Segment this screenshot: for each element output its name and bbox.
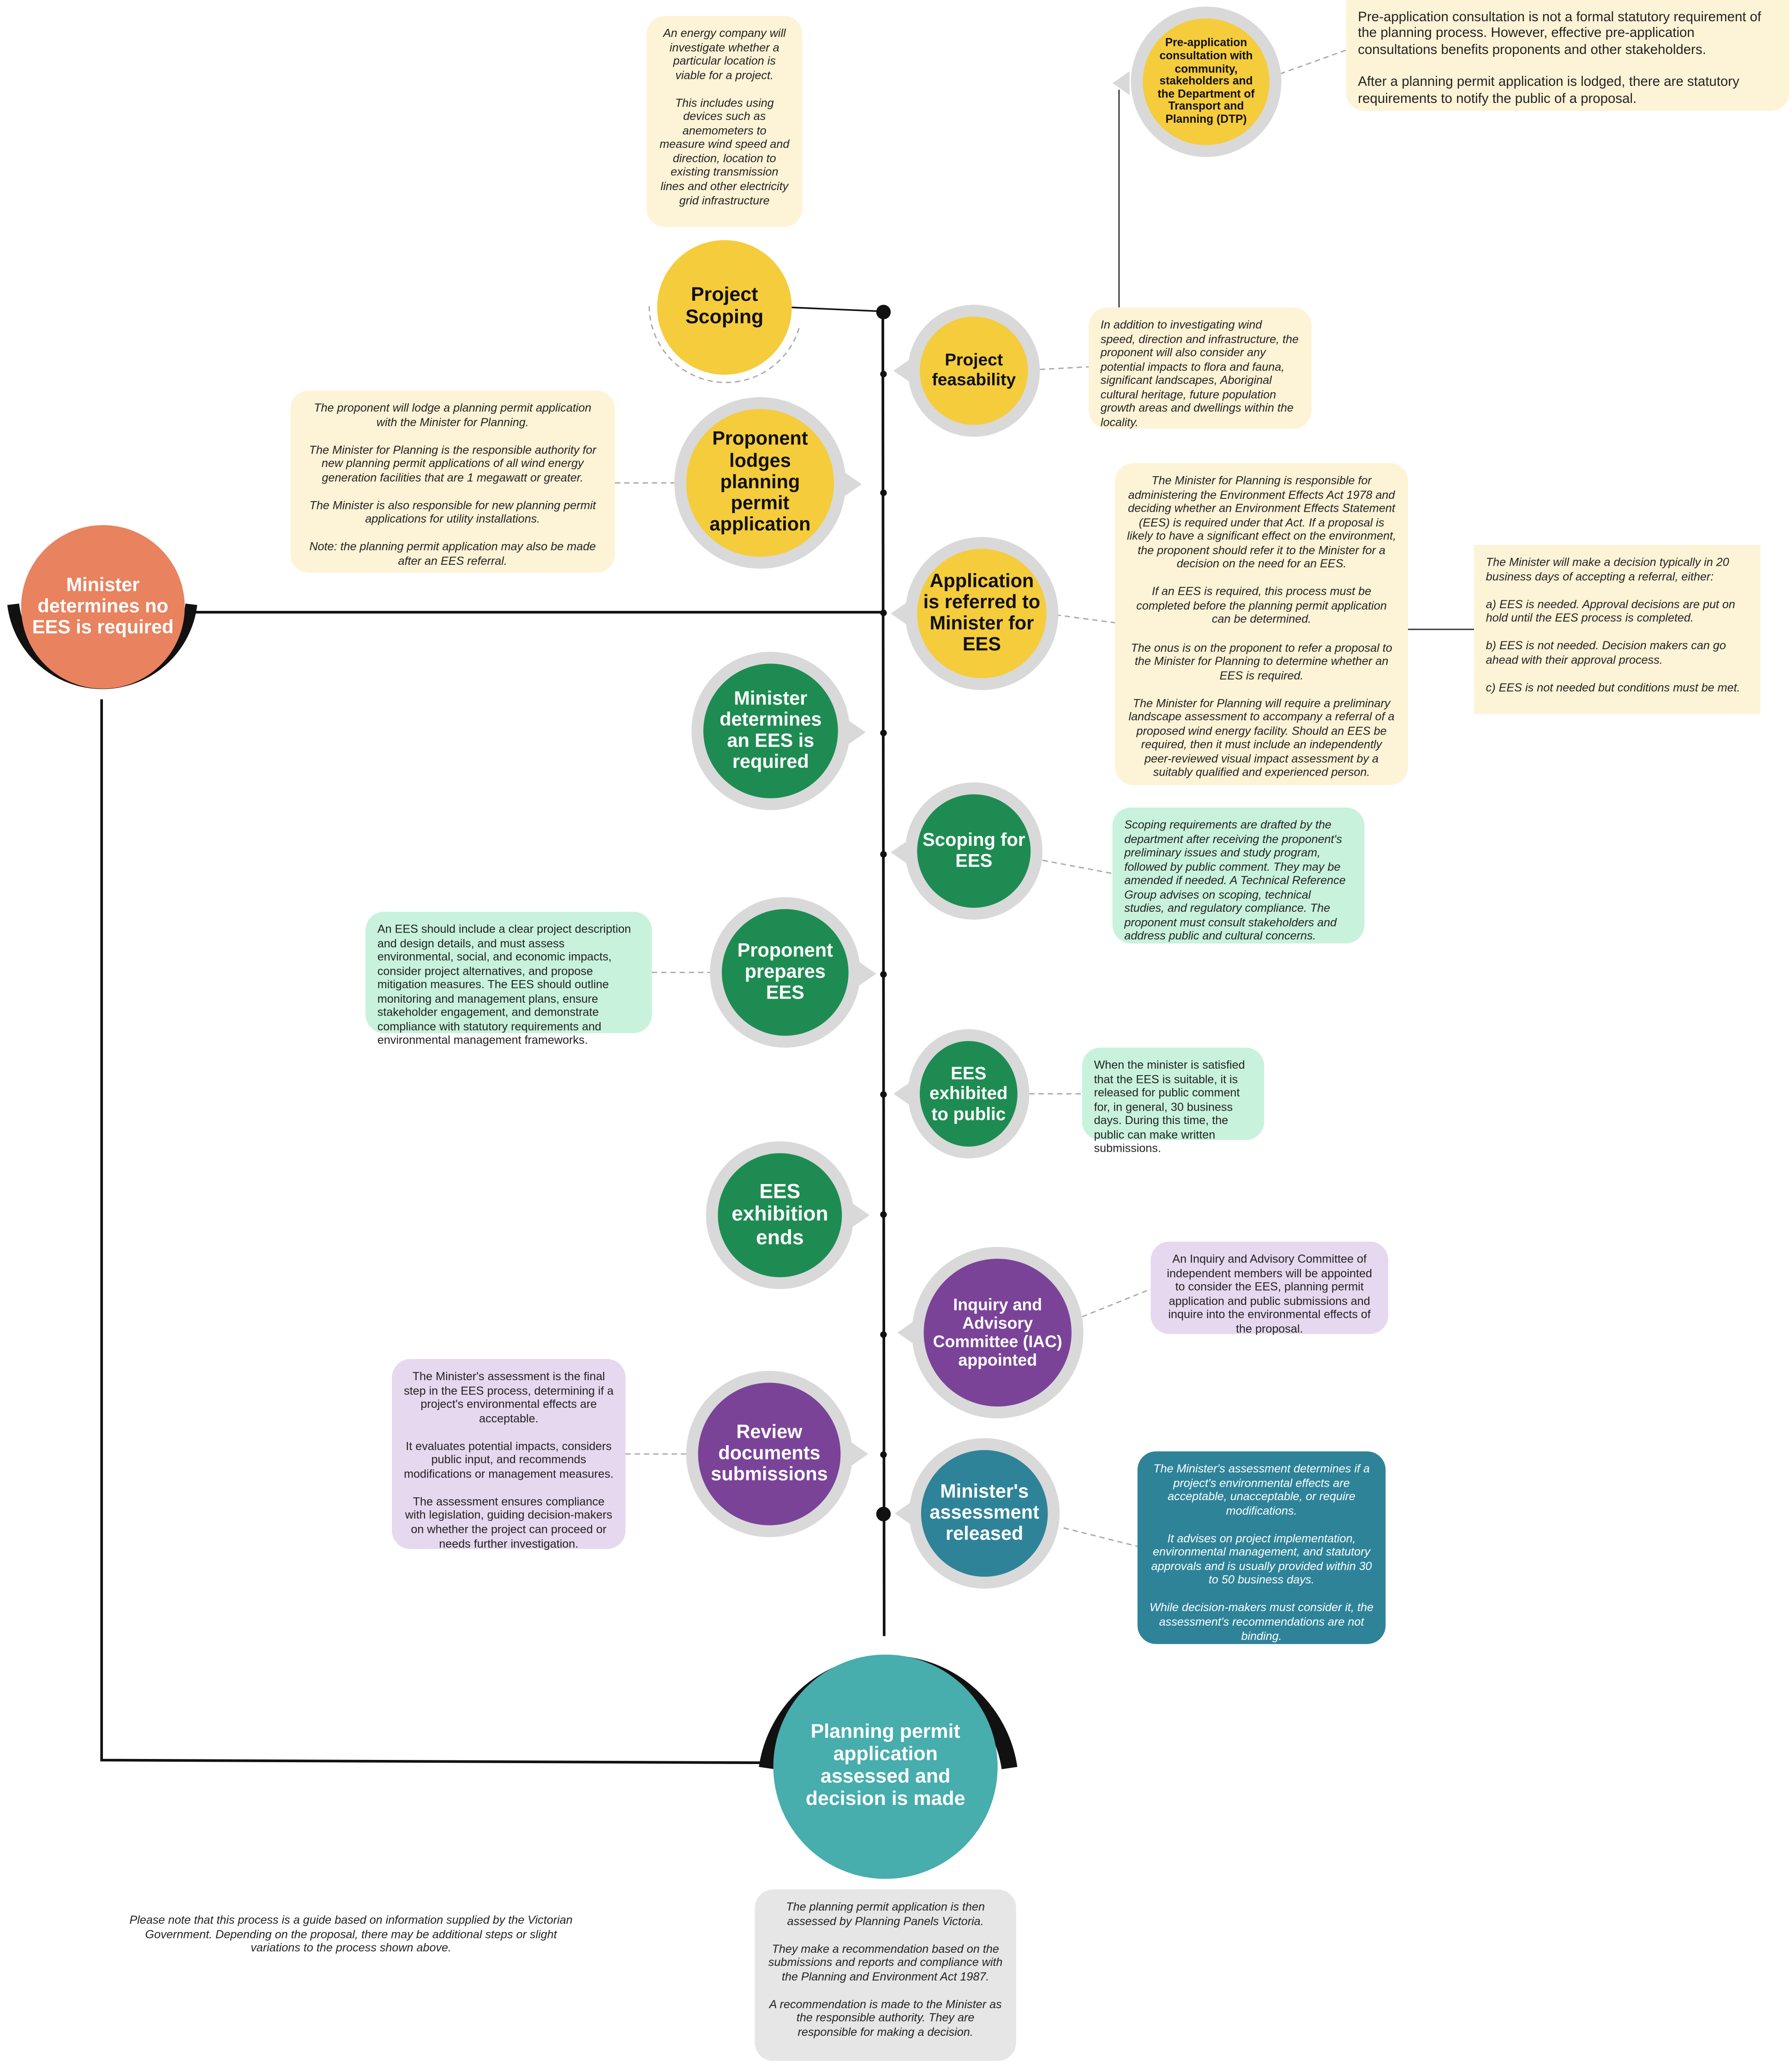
pointer	[893, 359, 911, 383]
note-prepare-ees: An EES should include a clear project de…	[366, 911, 652, 1047]
spine-dot	[880, 1211, 887, 1218]
note-pre-application: Pre-application consultation is not a fo…	[1346, 0, 1790, 111]
spine-dot-end	[876, 1507, 891, 1521]
disclaimer-text: Please note that this process is a guide…	[129, 1913, 573, 1955]
node-proponent-lodges: Proponent lodges planning permit applica…	[674, 397, 846, 569]
node-label: Application is referred to Minister for …	[917, 549, 1047, 678]
node-ministers-assessment: Minister's assessment released	[909, 1438, 1060, 1589]
pointer	[894, 1501, 912, 1526]
node-label: EES exhibited to public	[920, 1041, 1018, 1147]
pointer	[845, 472, 862, 497]
node-pre-application: Pre-application consultation with commun…	[1131, 6, 1282, 157]
node-label: Proponent lodges planning permit applica…	[686, 409, 834, 557]
note-review: The Minister's assessment is the final s…	[392, 1359, 626, 1550]
node-minister-ees-required: Minister determines an EES is required	[691, 652, 850, 810]
connector-scoping-spine	[791, 306, 883, 312]
node-ees-exhibited: EES exhibited to public	[908, 1029, 1030, 1159]
node-label: Pre-application consultation with commun…	[1143, 18, 1270, 145]
note-ministers-assessment: The Minister's assessment determines if …	[1137, 1451, 1386, 1644]
spine-dot	[880, 610, 887, 616]
spine-dot	[880, 971, 887, 978]
note-scoping-ees: Scoping requirements are drafted by the …	[1112, 807, 1365, 944]
spine-dot-start	[876, 305, 891, 319]
node-minister-no-ees: Minister determines no EES is required	[21, 525, 185, 689]
node-label: Review documents submissions	[698, 1382, 841, 1526]
node-review-documents: Review documents submissions	[686, 1370, 853, 1538]
node-ees-exhibition-ends: EES exhibition ends	[706, 1141, 854, 1289]
dash-assessment	[1063, 1527, 1138, 1547]
dash-scoping-arc	[648, 306, 801, 383]
note-minister-decision: The Minister will make a decision typica…	[1474, 544, 1761, 714]
dash-scoping	[1042, 859, 1113, 874]
node-label: Minister determines no EES is required	[32, 574, 174, 639]
node-proponent-prepares: Proponent prepares EES	[710, 897, 861, 1048]
node-application-referred: Application is referred to Minister for …	[905, 537, 1059, 690]
spine-dot	[880, 1451, 887, 1458]
note-lodge-application: The proponent will lodge a planning perm…	[290, 390, 615, 573]
dash-iac	[1082, 1288, 1151, 1318]
pointer	[891, 840, 908, 864]
node-label: Minister determines an EES is required	[703, 664, 838, 798]
node-project-feasability: Project feasability	[908, 305, 1040, 437]
spine-dot	[880, 489, 887, 497]
connector-no-ees-to-decision	[100, 699, 766, 1765]
node-scoping-for-ees: Scoping for EES	[905, 782, 1043, 920]
dash-preapp	[1280, 49, 1347, 75]
node-label: Project Scoping	[685, 284, 764, 329]
note-planning-panels: The planning permit application is then …	[755, 1889, 1016, 2061]
note-energy-company: An energy company will investigate wheth…	[647, 16, 803, 227]
note-feasability: In addition to investigating wind speed,…	[1089, 307, 1312, 429]
pointer	[891, 601, 908, 626]
pointer	[848, 720, 866, 744]
note-exhibited: When the minister is satisfied that the …	[1082, 1047, 1265, 1155]
pointer	[859, 962, 876, 986]
node-label: Planning permit application assessed and…	[805, 1721, 965, 1810]
dash-feasability	[1040, 366, 1089, 371]
node-label: Scoping for EES	[917, 794, 1031, 908]
dash-referral	[1055, 614, 1115, 624]
pointer	[1112, 71, 1130, 95]
node-label: Project feasability	[920, 317, 1028, 425]
node-label: Minister's assessment released	[921, 1450, 1048, 1577]
node-iac-appointed: Inquiry and Advisory Committee (IAC) app…	[911, 1247, 1084, 1418]
spine-dot	[880, 1331, 887, 1338]
pointer	[852, 1203, 870, 1227]
spine-dot	[880, 371, 887, 377]
node-label: Proponent prepares EES	[722, 909, 849, 1036]
pointer	[897, 1321, 915, 1345]
note-referral: The Minister for Planning is responsible…	[1115, 463, 1408, 785]
spine-dot	[880, 1091, 887, 1098]
spine-dot	[880, 730, 887, 736]
note-iac: An Inquiry and Advisory Committee of ind…	[1151, 1241, 1389, 1335]
spine-dot	[880, 851, 887, 858]
pointer	[851, 1442, 869, 1466]
node-label: Inquiry and Advisory Committee (IAC) app…	[923, 1258, 1072, 1407]
node-project-scoping: Project Scoping	[657, 240, 792, 375]
pointer	[893, 1082, 911, 1106]
node-label: EES exhibition ends	[718, 1153, 842, 1277]
node-planning-permit-decision: Planning permit application assessed and…	[773, 1654, 998, 1879]
